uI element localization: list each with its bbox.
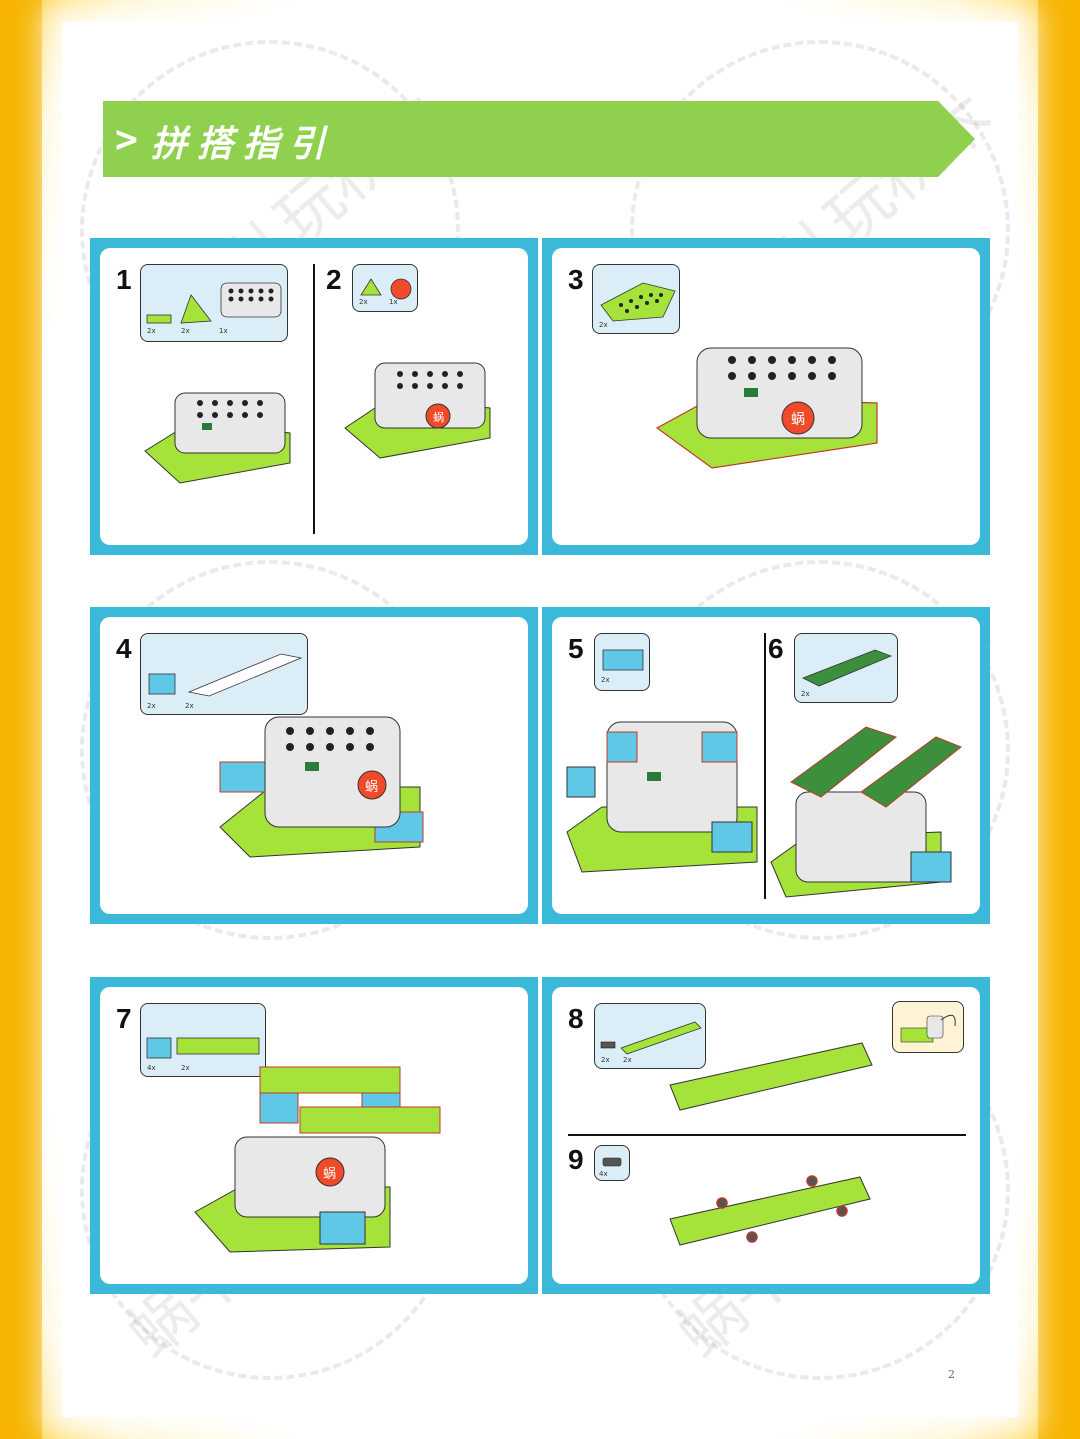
- hub-logo-text: 蜗: [433, 411, 444, 424]
- assembly-illustration: [770, 726, 962, 898]
- parts-illustration: [602, 649, 644, 671]
- parts-illustration: [600, 282, 676, 322]
- parts-callout: 2x 2x 1x: [140, 264, 288, 342]
- hub-logo-text: 蜗: [323, 1166, 336, 1182]
- banner-shape: [103, 101, 975, 177]
- assembly-illustration: [566, 721, 758, 873]
- step-divider: [313, 264, 315, 534]
- parts-illustration: [600, 1021, 702, 1055]
- motor-icon: [900, 1014, 956, 1043]
- assembly-illustration: [669, 1175, 871, 1246]
- parts-callout: 2x: [594, 633, 650, 691]
- panel-content: 4 2x 2x 蜗: [100, 617, 528, 914]
- part-quantity: 2x: [185, 702, 194, 710]
- part-quantity: 4x: [599, 1170, 608, 1178]
- panel-content: 1 2x 2x 1x 2 2x 1x: [100, 248, 528, 545]
- part-quantity: 2x: [601, 676, 610, 684]
- part-quantity: 2x: [181, 1064, 190, 1072]
- step-number: 4: [116, 633, 132, 664]
- step-number: 2: [326, 264, 342, 295]
- step-number: 5: [568, 633, 584, 664]
- panel-content: 3 2x 蜗: [552, 248, 980, 545]
- part-quantity: 2x: [181, 327, 190, 335]
- part-quantity: 2x: [147, 702, 156, 710]
- parts-illustration: [146, 282, 282, 324]
- chevron-right-icon: >: [115, 117, 138, 161]
- part-quantity: 2x: [801, 690, 810, 698]
- part-quantity: 4x: [147, 1064, 156, 1072]
- section-title: 拼搭指引: [151, 124, 336, 165]
- instruction-panel-step-7: 7 4x 2x 蜗: [90, 977, 538, 1294]
- part-quantity: 1x: [219, 327, 228, 335]
- step-number: 7: [116, 1003, 132, 1034]
- parts-illustration: [148, 653, 303, 697]
- part-quantity: 2x: [623, 1056, 632, 1064]
- parts-callout: 2x 2x: [594, 1003, 706, 1069]
- hub-logo-text: 蜗: [791, 412, 805, 428]
- motor-reference-thumbnail: [892, 1001, 964, 1053]
- parts-illustration: [360, 278, 412, 300]
- parts-callout: 2x 1x: [352, 264, 418, 312]
- instruction-panel-steps-8-9: 8 2x 2x 9 4x: [542, 977, 990, 1294]
- parts-illustration: [602, 1157, 622, 1167]
- section-banner: > 拼搭指引: [103, 101, 975, 177]
- assembly-illustration: 蜗: [219, 716, 424, 858]
- step-number: 6: [768, 633, 784, 664]
- step-number: 3: [568, 264, 584, 295]
- instruction-panel-step-3: 3 2x 蜗: [542, 238, 990, 555]
- step-number: 1: [116, 264, 132, 295]
- assembly-illustration: [144, 392, 291, 484]
- instruction-panel-steps-5-6: 5 2x 6 2x: [542, 607, 990, 924]
- parts-callout: 4x: [594, 1145, 630, 1181]
- step-number: 8: [568, 1003, 584, 1034]
- hub-logo-text: 蜗: [365, 779, 378, 795]
- parts-callout: 2x: [794, 633, 898, 703]
- parts-callout: 2x 2x: [140, 633, 308, 715]
- panel-content: 8 2x 2x 9 4x: [552, 987, 980, 1284]
- parts-illustration: [146, 1037, 260, 1059]
- instruction-panel-steps-1-2: 1 2x 2x 1x 2 2x 1x: [90, 238, 538, 555]
- assembly-illustration: 蜗: [344, 362, 491, 459]
- assembly-illustration: 蜗: [194, 1066, 441, 1253]
- part-quantity: 1x: [389, 298, 398, 306]
- instruction-panel-step-4: 4 2x 2x 蜗: [90, 607, 538, 924]
- step-divider: [568, 1134, 966, 1136]
- part-quantity: 2x: [599, 321, 608, 329]
- panel-content: 7 4x 2x 蜗: [100, 987, 528, 1284]
- part-quantity: 2x: [359, 298, 368, 306]
- part-quantity: 2x: [601, 1056, 610, 1064]
- parts-callout: 2x: [592, 264, 680, 334]
- step-number: 9: [568, 1144, 584, 1175]
- page-number: 2: [948, 1368, 955, 1381]
- assembly-illustration: 蜗: [655, 347, 878, 469]
- assembly-illustration: [669, 1042, 873, 1111]
- step-divider: [764, 633, 766, 899]
- part-quantity: 2x: [147, 327, 156, 335]
- panel-content: 5 2x 6 2x: [552, 617, 980, 914]
- parts-callout: 4x 2x: [140, 1003, 266, 1077]
- parts-illustration: [802, 649, 893, 687]
